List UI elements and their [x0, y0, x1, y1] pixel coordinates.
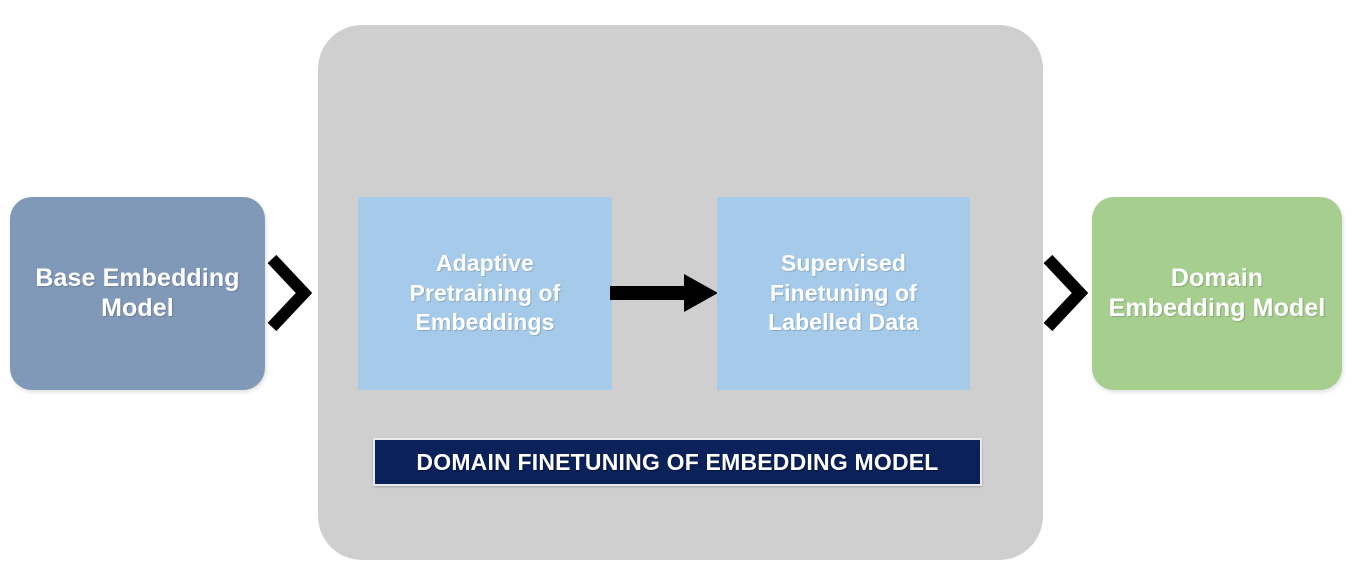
domain-embedding-model-label: Domain Embedding Model	[1108, 264, 1326, 322]
domain-finetuning-banner-label: DOMAIN FINETUNING OF EMBEDDING MODEL	[416, 448, 939, 475]
base-embedding-model-label: Base Embedding Model	[35, 264, 240, 322]
stage-adaptive-pretraining-node: Adaptive Pretraining of Embeddings	[358, 197, 612, 390]
base-embedding-model-node: Base Embedding Model	[10, 197, 265, 390]
domain-embedding-model-node: Domain Embedding Model	[1092, 197, 1342, 390]
stage-supervised-finetuning-label: Supervised Finetuning of Labelled Data	[768, 250, 919, 336]
chevron-right-icon	[1042, 253, 1089, 333]
arrow-right-icon	[610, 272, 720, 314]
stage-adaptive-pretraining-label: Adaptive Pretraining of Embeddings	[409, 250, 561, 336]
domain-finetuning-banner: DOMAIN FINETUNING OF EMBEDDING MODEL	[373, 438, 982, 486]
stage-supervised-finetuning-node: Supervised Finetuning of Labelled Data	[717, 197, 970, 390]
chevron-right-icon	[266, 253, 313, 333]
